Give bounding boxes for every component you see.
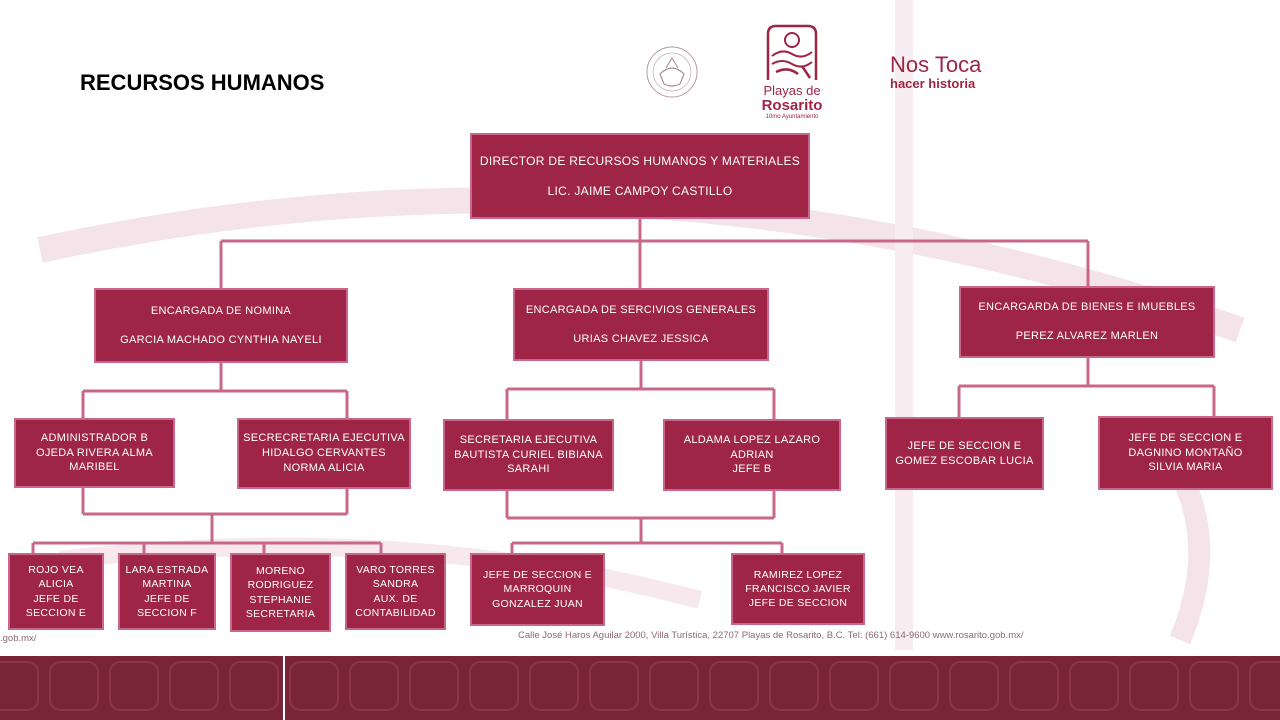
box-line: ALDAMA LOPEZ LAZARO xyxy=(683,433,821,446)
box-line: JEFE DE SECCION E xyxy=(483,569,592,582)
jefe-dagnino-box: JEFE DE SECCION E DAGNINO MONTAÑO SILVIA… xyxy=(1098,416,1273,490)
logo-city-line1: Playas de xyxy=(763,83,821,98)
box-line: MARTINA xyxy=(142,578,192,591)
ramirez-box: RAMIREZ LOPEZ FRANCISCO JAVIER JEFE DE S… xyxy=(731,553,865,625)
varo-box: VARO TORRES SANDRA AUX. DE CONTABILIDAD xyxy=(345,553,446,630)
logo-city-line3: 10mo Ayuntamiento xyxy=(765,114,819,120)
box-line: GONZALEZ JUAN xyxy=(492,597,583,610)
footer-address: Calle José Haros Aguilar 2000, Villa Tur… xyxy=(518,630,1024,641)
box-line: JEFE DE SECCION E xyxy=(1128,431,1243,444)
jefe-gomez-box: JEFE DE SECCION E GOMEZ ESCOBAR LUCIA xyxy=(885,417,1044,490)
box-line: ADRIAN xyxy=(730,448,774,461)
box-line: MORENO xyxy=(255,565,306,578)
box-line: JEFE DE SECCION E xyxy=(907,439,1022,452)
administrador-b-box: ADMINISTRADOR B OJEDA RIVERA ALMA MARIBE… xyxy=(14,418,175,488)
slogan-line1: Nos Toca xyxy=(890,52,982,77)
lara-box: LARA ESTRADA MARTINA JEFE DE SECCION F xyxy=(118,553,216,630)
box-line: SECRETARIA EJECUTIVA xyxy=(459,433,598,446)
secretaria-ejecutiva-hidalgo-box: SECRECRETARIA EJECUTIVA HIDALGO CERVANTE… xyxy=(237,418,411,489)
box-line: ALICIA xyxy=(38,578,74,591)
box-line: SECRECRETARIA EJECUTIVA xyxy=(243,432,405,445)
rojo-box: ROJO VEA ALICIA JEFE DE SECCION E xyxy=(8,553,104,630)
box-line: SECCION F xyxy=(137,606,197,619)
slogan-line2: hacer historia xyxy=(890,76,976,91)
box-line: SARAHI xyxy=(507,463,550,476)
box-line: SANDRA xyxy=(372,578,419,591)
footer-band-divider xyxy=(283,652,285,720)
bienes-name: PEREZ ALVAREZ MARLEN xyxy=(1015,330,1159,342)
bienes-role: ENCARGARDA DE BIENES E IMUEBLES xyxy=(978,301,1196,314)
aldama-box: ALDAMA LOPEZ LAZARO ADRIAN JEFE B xyxy=(663,419,841,491)
box-line: VARO TORRES xyxy=(356,564,435,577)
box-line: OJEDA RIVERA ALMA xyxy=(36,446,153,459)
moreno-box: MORENO RODRIGUEZ STEPHANIE SECRETARIA xyxy=(230,553,331,632)
box-line: ROJO VEA xyxy=(28,564,84,577)
municipal-seal-icon xyxy=(646,46,698,98)
logo-city-line2: Rosarito xyxy=(761,97,823,114)
nomina-role: ENCARGADA DE NOMINA xyxy=(150,304,292,317)
servicios-name: URIAS CHAVEZ JESSICA xyxy=(573,332,709,345)
nomina-name: GARCIA MACHADO CYNTHIA NAYELI xyxy=(120,333,322,346)
rosarito-logo-icon xyxy=(766,24,818,80)
box-line: JEFE DE SECCION xyxy=(748,597,848,610)
page-title: RECURSOS HUMANOS xyxy=(80,70,325,95)
box-line: NORMA ALICIA xyxy=(283,461,365,474)
director-box: DIRECTOR DE RECURSOS HUMANOS Y MATERIALE… xyxy=(470,133,810,219)
box-line: HIDALGO CERVANTES xyxy=(262,447,386,460)
nomina-box: ENCARGADA DE NOMINA GARCIA MACHADO CYNTH… xyxy=(94,288,348,363)
box-line: RAMIREZ LOPEZ xyxy=(753,568,843,581)
box-line: SILVIA MARIA xyxy=(1148,461,1223,474)
box-line: ADMINISTRADOR B xyxy=(40,431,149,444)
box-line: GOMEZ ESCOBAR LUCIA xyxy=(895,454,1034,467)
box-line: JEFE B xyxy=(732,463,772,476)
box-line: DAGNINO MONTAÑO xyxy=(1128,446,1243,459)
secretaria-ejecutiva-bautista-box: SECRETARIA EJECUTIVA BAUTISTA CURIEL BIB… xyxy=(443,419,614,491)
footer-url-fragment: .gob.mx/ xyxy=(0,633,37,644)
box-line: LARA ESTRADA xyxy=(125,564,209,577)
box-line: STEPHANIE xyxy=(249,593,312,606)
rosarito-logo-text: Playas de Rosarito 10mo Ayuntamiento xyxy=(757,84,827,121)
director-role: DIRECTOR DE RECURSOS HUMANOS Y MATERIALE… xyxy=(479,153,801,168)
box-line: FRANCISCO JAVIER xyxy=(745,582,851,595)
box-line: SECRETARIA xyxy=(245,607,316,620)
box-line: BAUTISTA CURIEL BIBIANA xyxy=(454,448,603,461)
bienes-box: ENCARGARDA DE BIENES E IMUEBLES PEREZ AL… xyxy=(959,286,1215,358)
box-line: JEFE DE xyxy=(144,592,190,605)
box-line: RODRIGUEZ xyxy=(247,579,314,592)
servicios-role: ENCARGADA DE SERCIVIOS GENERALES xyxy=(525,303,757,316)
box-line: MARIBEL xyxy=(69,461,120,474)
box-line: CONTABILIDAD xyxy=(355,606,436,619)
box-line: MARROQUIN xyxy=(503,583,572,596)
marroquin-box: JEFE DE SECCION E MARROQUIN GONZALEZ JUA… xyxy=(470,553,605,626)
box-line: SECCION E xyxy=(25,606,87,619)
box-line: JEFE DE xyxy=(33,592,79,605)
director-name: LIC. JAIME CAMPOY CASTILLO xyxy=(547,184,733,198)
slogan-logo: Nos Toca hacer historia xyxy=(890,52,982,91)
servicios-box: ENCARGADA DE SERCIVIOS GENERALES URIAS C… xyxy=(513,288,769,361)
box-line: AUX. DE xyxy=(373,592,418,605)
